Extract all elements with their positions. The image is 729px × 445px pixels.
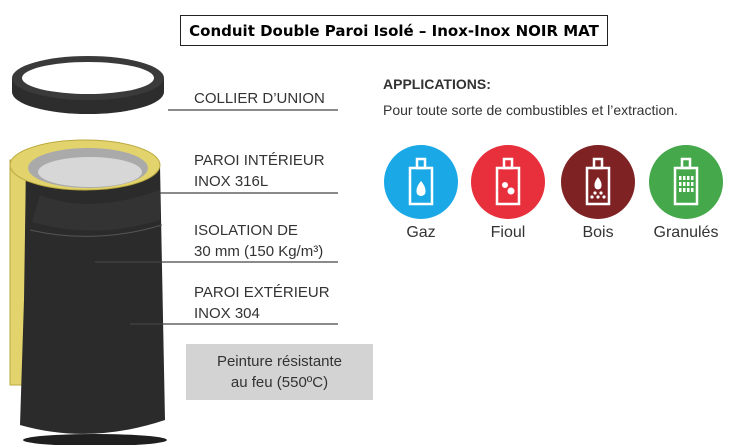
label-paroi-ext-2: INOX 304: [194, 305, 260, 322]
label-isolation-2: 30 mm (150 Kg/m³): [194, 243, 324, 260]
diagram-title: Conduit Double Paroi Isolé – Inox-Inox N…: [180, 15, 608, 46]
applications-text: Pour toute sorte de combustibles et l’ex…: [383, 102, 678, 118]
applications-heading: APPLICATIONS:: [383, 76, 491, 92]
union-collar-ring: [12, 56, 164, 114]
label-collier: COLLIER D’UNION: [194, 90, 325, 107]
fuel-gaz: Gaz: [383, 145, 459, 242]
label-paroi-int-1: PAROI INTÉRIEUR: [194, 152, 325, 169]
flame-icon: [384, 145, 458, 219]
paint-note: Peinture résistante au feu (550ºC): [186, 344, 373, 400]
fuel-label: Gaz: [406, 224, 436, 241]
wood-fire-icon: [561, 145, 635, 219]
droplets-icon: [471, 145, 545, 219]
fuel-label: Granulés: [653, 224, 719, 241]
label-paroi-ext-1: PAROI EXTÉRIEUR: [194, 284, 330, 301]
fuel-bois: Bois: [560, 145, 636, 242]
fuel-fioul: Fioul: [470, 145, 546, 242]
pipe-body: [9, 139, 167, 445]
fuel-label: Bois: [582, 224, 614, 241]
paint-line-1: Peinture résistante: [216, 353, 343, 370]
label-isolation-1: ISOLATION DE: [194, 222, 298, 239]
paint-line-2: au feu (550ºC): [230, 374, 329, 391]
fuel-granules: Granulés: [648, 145, 724, 242]
pellets-icon: [649, 145, 723, 219]
leader-lines: [95, 109, 338, 325]
label-paroi-int-2: INOX 316L: [194, 173, 269, 190]
fuel-label: Fioul: [490, 224, 526, 241]
